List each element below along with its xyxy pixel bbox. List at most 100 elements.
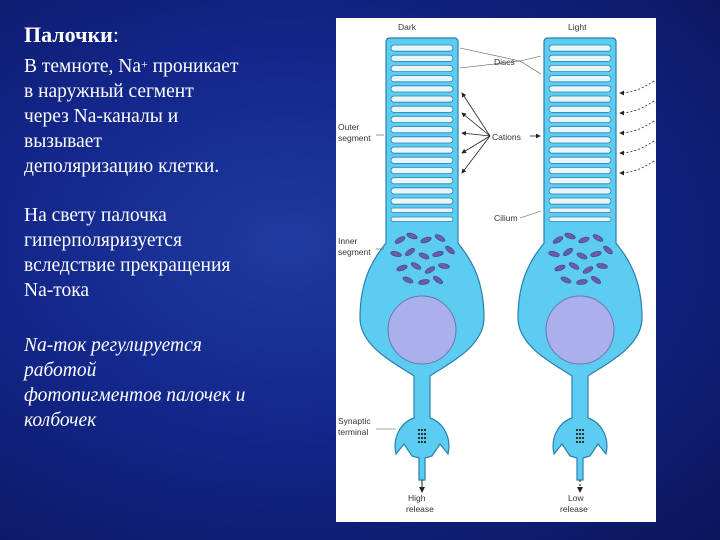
disc: [390, 177, 454, 185]
mitochondrion: [434, 234, 446, 242]
disc: [548, 156, 612, 164]
disc: [390, 65, 454, 73]
mitochondrion: [576, 279, 588, 285]
disc: [548, 85, 612, 93]
mitochondrion: [564, 232, 576, 240]
mitochondrion: [596, 263, 608, 269]
rod-diagram: Dark Light Discs Outer segment Cations C…: [338, 22, 655, 514]
label-cations: Cations: [492, 132, 521, 142]
cation-arrow-dark: [461, 92, 491, 137]
disc: [548, 75, 612, 83]
vesicle: [581, 428, 585, 432]
rod-body: [359, 37, 485, 481]
cation-arrow-dark: [461, 135, 491, 154]
mitochondrion: [394, 236, 406, 244]
cilium-pointer: [519, 210, 542, 219]
cation-arrow-light: [619, 120, 655, 136]
cation-arrow-light: [619, 140, 655, 156]
rod-cell-light: [517, 37, 643, 481]
mitochondrion: [568, 262, 580, 270]
vesicle: [420, 428, 424, 432]
slide-title: Палочки:: [24, 22, 324, 48]
label-inner-1: Inner: [338, 236, 358, 246]
label-dark: Dark: [398, 22, 417, 32]
vesicle: [423, 432, 427, 436]
discs-pointer: [519, 60, 542, 75]
vesicle: [420, 440, 424, 444]
discs-pointer: [519, 55, 542, 62]
p1-line2: в наружный сегмент: [24, 81, 194, 102]
disc: [548, 44, 612, 52]
vesicle: [581, 440, 585, 444]
cation-arrow-light: [619, 80, 655, 96]
rod-body: [517, 37, 643, 481]
mitochondrion: [418, 279, 430, 285]
title-colon: :: [112, 22, 119, 47]
cation-arrow-light: [619, 160, 655, 176]
cilium-line: [390, 216, 454, 222]
p1-line5: деполяризацию клетки.: [24, 156, 220, 177]
label-low-release: release: [560, 504, 588, 514]
vesicle: [575, 428, 579, 432]
disc: [390, 156, 454, 164]
disc: [390, 116, 454, 124]
vesicle: [578, 432, 582, 436]
mitochondrion: [410, 262, 422, 270]
cation-arrow-dark: [461, 131, 491, 137]
disc: [548, 187, 612, 195]
vesicle: [420, 436, 424, 440]
cation-arrow-dark: [461, 112, 491, 137]
vesicle: [423, 428, 427, 432]
vesicle: [578, 440, 582, 444]
p2-line4: Na-тока: [24, 280, 90, 301]
disc: [548, 116, 612, 124]
paragraph-dark: В темноте, Na+ проникает в наружный сегм…: [24, 54, 324, 179]
mitochondrion: [424, 266, 436, 274]
mitochondrion: [592, 234, 604, 242]
p2-line2: гиперполяризуется: [24, 230, 182, 251]
disc: [390, 54, 454, 62]
disc: [548, 65, 612, 73]
vesicle: [417, 440, 421, 444]
mitochondrion: [560, 276, 572, 284]
mitochondrion: [591, 276, 601, 284]
paragraph-na-current: Na-ток регулируется работой фотопигменто…: [24, 333, 324, 433]
label-low: Low: [568, 493, 584, 503]
label-discs: Discs: [494, 57, 515, 67]
slide-text: Палочки: В темноте, Na+ проникает в нару…: [24, 22, 324, 433]
label-high-release: release: [406, 504, 434, 514]
mitochondrion: [582, 266, 594, 274]
nucleus: [545, 295, 615, 365]
p1-line3: через Na-каналы и: [24, 106, 179, 127]
mitochondrion: [554, 264, 566, 272]
p1-line1-pre: В темноте, Na: [24, 56, 141, 77]
p1-line4: вызывает: [24, 131, 102, 152]
nucleus: [387, 295, 457, 365]
disc: [390, 136, 454, 144]
disc: [390, 105, 454, 113]
mitochondrion: [578, 236, 590, 244]
rod-cell-figure: Dark Light Discs Outer segment Cations C…: [336, 18, 656, 522]
title-text: Палочки: [24, 22, 113, 47]
label-synaptic-1: Synaptic: [338, 416, 371, 426]
disc: [548, 197, 612, 205]
cation-arrow-dark: [461, 135, 491, 174]
label-light: Light: [568, 22, 587, 32]
label-outer-1: Outer: [338, 122, 359, 132]
disc: [548, 126, 612, 134]
disc: [390, 44, 454, 52]
disc: [548, 95, 612, 103]
vesicle: [423, 436, 427, 440]
disc: [548, 136, 612, 144]
p2-line1: На свету палочка: [24, 205, 167, 226]
p1-line1-sup: +: [141, 57, 148, 71]
vesicle: [423, 440, 427, 444]
p2-line3: вследствие прекращения: [24, 255, 231, 276]
label-outer-2: segment: [338, 133, 371, 143]
mitochondrion: [420, 236, 432, 244]
vesicle: [417, 436, 421, 440]
rod-cell-dark: [359, 37, 485, 481]
cilium-line: [548, 207, 612, 213]
mitochondrion: [402, 276, 414, 284]
label-cilium: Cilium: [494, 213, 518, 223]
